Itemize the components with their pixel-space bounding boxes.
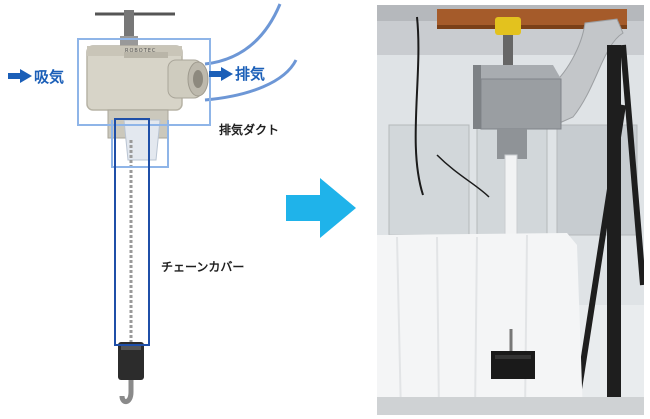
intake-label: 吸気 [34,68,65,86]
chain-cover-label: チェーンカバー [161,260,245,274]
big-right-arrow-icon [286,178,356,238]
hoist-brand: ROBOTEC [125,48,157,54]
hoist-outline [77,38,211,126]
duct-label: 排気ダクト [219,123,280,137]
intake-arrow-icon [8,69,32,83]
chain-cover-outline [114,118,150,346]
installation-photo [377,5,644,415]
hoist-diagram: 吸気 排気 排気ダクト チェーンカバー ROBOTEC [8,3,298,404]
duct-outline [111,120,169,168]
photo-scene [377,5,644,415]
exhaust-arrow-icon [209,67,233,81]
exhaust-label: 排気 [235,65,266,83]
